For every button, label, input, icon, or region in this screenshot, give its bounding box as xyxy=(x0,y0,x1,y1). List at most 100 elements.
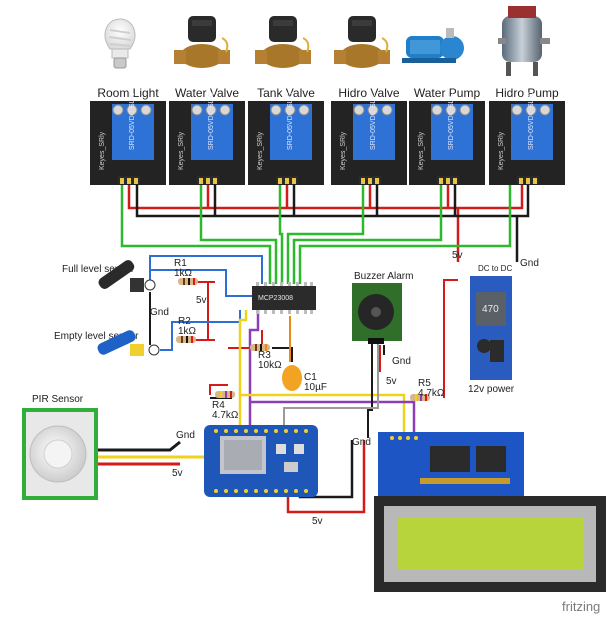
label-5v-lcd: 5v xyxy=(312,516,323,527)
relay-pin xyxy=(278,178,282,184)
screw-terminal xyxy=(539,104,551,116)
screw-terminal xyxy=(219,104,231,116)
pir-label: PIR Sensor xyxy=(32,394,84,405)
r2-name: R2 xyxy=(178,316,191,327)
screw-terminal xyxy=(445,104,457,116)
relay-label: Hidro Valve xyxy=(338,86,399,100)
wires xyxy=(98,183,530,514)
relay-modules: Room LightSRD-05VDC-SL-CKeyes_SRlyWater … xyxy=(90,86,565,185)
lcd-display xyxy=(374,496,606,592)
c1-name: C1 xyxy=(304,372,317,383)
relay-part-text: SRD-05VDC-SL-C xyxy=(528,92,535,150)
screw-terminal xyxy=(126,104,138,116)
relay-pin xyxy=(526,178,530,184)
relay-module-text: Keyes_SRly xyxy=(498,131,505,170)
relay-pin xyxy=(120,178,124,184)
dc-dc-converter: DC to DC 470 12v power xyxy=(468,264,515,395)
c1-value: 10µF xyxy=(304,382,327,393)
relay-pin xyxy=(127,178,131,184)
relay-label: Water Valve xyxy=(175,86,239,100)
dc-converter-label: DC to DC xyxy=(478,264,512,273)
relay-pin xyxy=(292,178,296,184)
r4-name: R4 xyxy=(212,400,225,411)
relay-label: Water Pump xyxy=(414,86,481,100)
wire-relay-signals xyxy=(120,183,512,284)
screw-terminal xyxy=(381,104,393,116)
label-gnd-lcd: Gnd xyxy=(352,437,371,448)
screw-terminal xyxy=(525,104,537,116)
screw-terminal xyxy=(284,104,296,116)
relay-module-text: Keyes_SRly xyxy=(257,131,264,170)
relay-label: Tank Valve xyxy=(257,86,315,100)
r5-value: 4.7kΩ xyxy=(418,388,445,399)
relay-part-text: SRD-05VDC-SL-C xyxy=(208,92,215,150)
solenoid-valve-icon xyxy=(174,16,230,68)
solenoid-valve-icon xyxy=(255,16,311,68)
relay-pin xyxy=(361,178,365,184)
screw-terminal xyxy=(140,104,152,116)
mcp23008-chip: MCP23008 xyxy=(252,282,316,314)
label-gnd-power: Gnd xyxy=(520,258,539,269)
device-icons xyxy=(104,6,550,76)
screw-terminal xyxy=(205,104,217,116)
relay-pin xyxy=(206,178,210,184)
power-label: 12v power xyxy=(468,384,515,395)
r1-name: R1 xyxy=(174,258,187,269)
r1-value: 1kΩ xyxy=(174,268,193,279)
r3-value: 10kΩ xyxy=(258,360,282,371)
r3-name: R3 xyxy=(258,350,271,361)
relay-pin xyxy=(453,178,457,184)
screw-terminal xyxy=(431,104,443,116)
label-5v-buzzer: 5v xyxy=(386,376,397,387)
relay-module-text: Keyes_SRly xyxy=(340,131,347,170)
relay-pin xyxy=(446,178,450,184)
esp8266-board xyxy=(204,425,318,497)
r2-value: 1kΩ xyxy=(178,326,197,337)
bulb-icon xyxy=(104,18,136,69)
relay-pin xyxy=(439,178,443,184)
lcd-i2c-backpack xyxy=(378,432,524,496)
capacitor-c1: C1 10µF xyxy=(282,365,327,393)
full-level-sensor-label: Full level sensor xyxy=(62,264,135,275)
relay-pin xyxy=(519,178,523,184)
screw-terminal xyxy=(112,104,124,116)
resistor-r2: R2 1kΩ xyxy=(176,316,197,343)
fritzing-watermark: fritzing xyxy=(562,599,600,614)
relay-module-text: Keyes_SRly xyxy=(418,131,425,170)
screw-terminal xyxy=(353,104,365,116)
label-gnd-buzzer: Gnd xyxy=(392,356,411,367)
dc-chip-label: 470 xyxy=(482,304,499,315)
label-gnd-level: Gnd xyxy=(150,307,169,318)
r5-name: R5 xyxy=(418,378,431,389)
empty-level-sensor: Empty level sensor xyxy=(54,330,160,356)
relay-pin xyxy=(134,178,138,184)
relay-part-text: SRD-05VDC-SL-C xyxy=(448,92,455,150)
r4-value: 4.7kΩ xyxy=(212,410,239,421)
resistor-r1: R1 1kΩ xyxy=(174,258,198,285)
screw-terminal xyxy=(511,104,523,116)
pressure-pump-icon xyxy=(498,6,550,76)
empty-level-sensor-label: Empty level sensor xyxy=(54,331,139,342)
relay-pin xyxy=(533,178,537,184)
label-5v-power: 5v xyxy=(452,250,463,261)
relay-pin xyxy=(368,178,372,184)
relay-pin xyxy=(213,178,217,184)
resistor-r3: R3 10kΩ xyxy=(250,344,282,371)
wire-relay-gnd-bus xyxy=(135,183,530,262)
relay-part-text: SRD-05VDC-SL-C xyxy=(370,92,377,150)
solenoid-valve-icon xyxy=(334,16,390,68)
screw-terminal xyxy=(270,104,282,116)
screw-terminal xyxy=(191,104,203,116)
relay-pin xyxy=(375,178,379,184)
relay-module-text: Keyes_SRly xyxy=(178,131,185,170)
relay-label: Hidro Pump xyxy=(495,86,559,100)
wire-relay-5v-bus xyxy=(127,183,524,262)
resistor-r4: R4 4.7kΩ xyxy=(212,391,239,421)
resistor-r5: R5 4.7kΩ xyxy=(410,378,445,401)
